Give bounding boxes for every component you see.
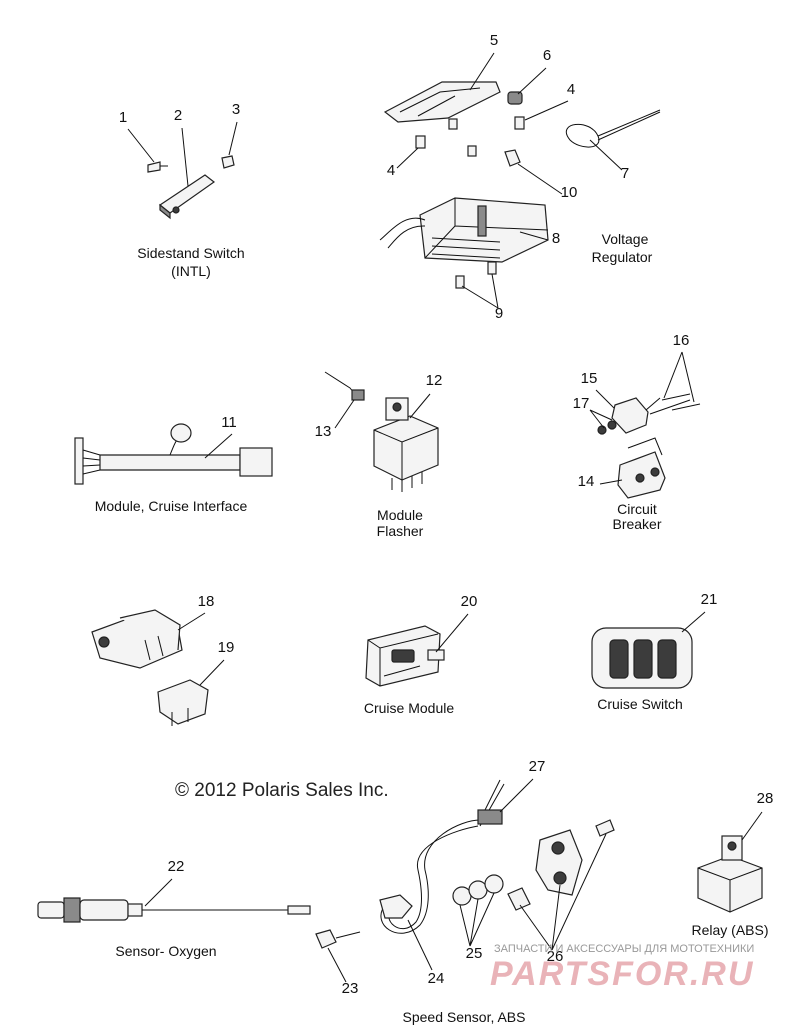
caption-voltage: Voltage (602, 231, 649, 247)
callout-7: 7 (621, 165, 629, 182)
callout-18: 18 (198, 593, 215, 610)
callout-25: 25 (466, 945, 483, 962)
callout-27: 27 (529, 758, 546, 775)
oxygen-sensor-group (37, 878, 311, 923)
caption-regulator: Regulator (592, 249, 653, 265)
callout-16: 16 (673, 332, 690, 349)
callout-6: 6 (543, 47, 551, 64)
callout-13: 13 (315, 423, 332, 440)
callout-19: 19 (218, 639, 235, 656)
callout-10: 10 (561, 184, 578, 201)
caption-cruise-interface: Module, Cruise Interface (95, 498, 248, 514)
cruise-module-group (365, 613, 469, 687)
callout-8: 8 (552, 230, 560, 247)
caption-cruise-switch: Cruise Switch (597, 696, 683, 712)
callout-22: 22 (168, 858, 185, 875)
callout-12: 12 (426, 372, 443, 389)
flasher-module-group (324, 371, 439, 492)
callout-14: 14 (578, 473, 595, 490)
caption-flasher: Flasher (377, 523, 424, 539)
caption-relay-abs: Relay (ABS) (691, 922, 768, 938)
cruise-interface-module-group (74, 423, 273, 485)
callout-11: 11 (221, 414, 237, 431)
watermark-tagline: ЗАПЧАСТИ И АКСЕССУАРЫ ДЛЯ МОТОТЕХНИКИ (494, 943, 754, 955)
caption-cruise-module: Cruise Module (364, 700, 454, 716)
callout-9: 9 (495, 305, 503, 322)
caption-speed-sensor: Speed Sensor, ABS (403, 1009, 526, 1025)
caption-circuit: Circuit (617, 501, 657, 517)
circuit-breaker-group (589, 351, 701, 499)
caption-breaker: Breaker (612, 516, 661, 532)
sidestand-switch-group (127, 121, 238, 220)
callout-3: 3 (232, 101, 240, 118)
callout-15: 15 (581, 370, 598, 387)
callout-20: 20 (461, 593, 478, 610)
callout-5: 5 (490, 32, 498, 49)
voltage-regulator-group (379, 52, 661, 309)
cruise-switch-group (591, 611, 706, 689)
callout-4: 4 (387, 162, 395, 179)
copyright-text: © 2012 Polaris Sales Inc. (175, 780, 389, 801)
callout-24: 24 (428, 970, 445, 987)
caption-sidestand-switch: Sidestand Switch (137, 245, 244, 261)
caption-oxygen-sensor: Sensor- Oxygen (115, 943, 216, 959)
caption-module: Module (377, 507, 423, 523)
callout-21: 21 (701, 591, 718, 608)
connector-fuse-group (91, 609, 225, 726)
callout-26: 26 (547, 948, 564, 965)
speed-sensor-group (315, 778, 615, 983)
callout-28: 28 (757, 790, 774, 807)
caption-sidestand-intl: (INTL) (171, 263, 211, 279)
watermark-brand: PARTSFOR.RU (490, 955, 754, 993)
callout-17: 17 (573, 395, 590, 412)
callout-2: 2 (174, 107, 182, 124)
callout-4: 4 (567, 81, 575, 98)
abs-relay-group (697, 811, 763, 913)
callout-23: 23 (342, 980, 359, 997)
callout-1: 1 (119, 109, 127, 126)
